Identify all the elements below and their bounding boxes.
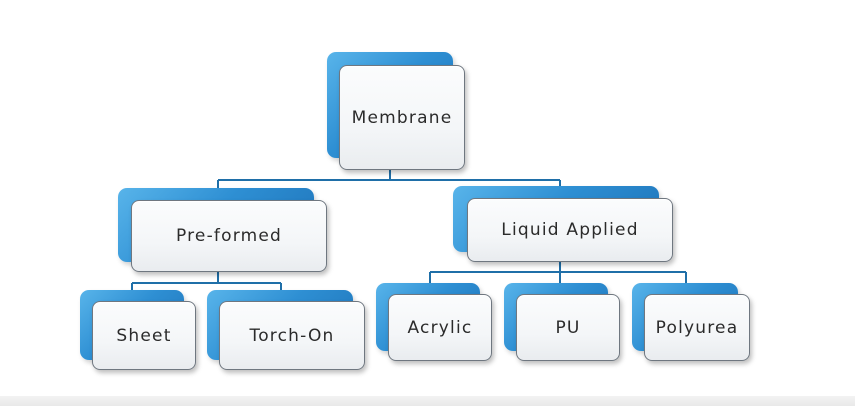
node-card: Acrylic <box>388 294 492 361</box>
node-card: Pre-formed <box>131 200 327 272</box>
node-pre-formed: Pre-formed <box>118 188 328 274</box>
node-label: Polyurea <box>655 317 739 338</box>
node-label: Sheet <box>116 325 172 346</box>
node-label: PU <box>555 317 581 338</box>
node-card: Membrane <box>339 65 465 170</box>
node-torch-on: Torch-On <box>207 290 367 372</box>
node-label: Torch-On <box>249 325 335 346</box>
node-card: Liquid Applied <box>467 198 673 262</box>
node-polyurea: Polyurea <box>632 283 752 363</box>
node-membrane: Membrane <box>327 52 467 172</box>
bottom-strip <box>0 396 855 406</box>
node-label: Liquid Applied <box>501 220 639 240</box>
node-liquid-applied: Liquid Applied <box>453 186 675 264</box>
node-card: Polyurea <box>644 294 750 361</box>
node-label: Pre-formed <box>175 226 283 246</box>
node-acrylic: Acrylic <box>376 283 494 363</box>
node-label: Acrylic <box>407 317 473 338</box>
node-card: Sheet <box>92 301 196 370</box>
node-pu: PU <box>504 283 622 363</box>
node-card: Torch-On <box>219 301 365 370</box>
node-card: PU <box>516 294 620 361</box>
node-label: Membrane <box>351 107 453 128</box>
node-sheet: Sheet <box>80 290 198 372</box>
